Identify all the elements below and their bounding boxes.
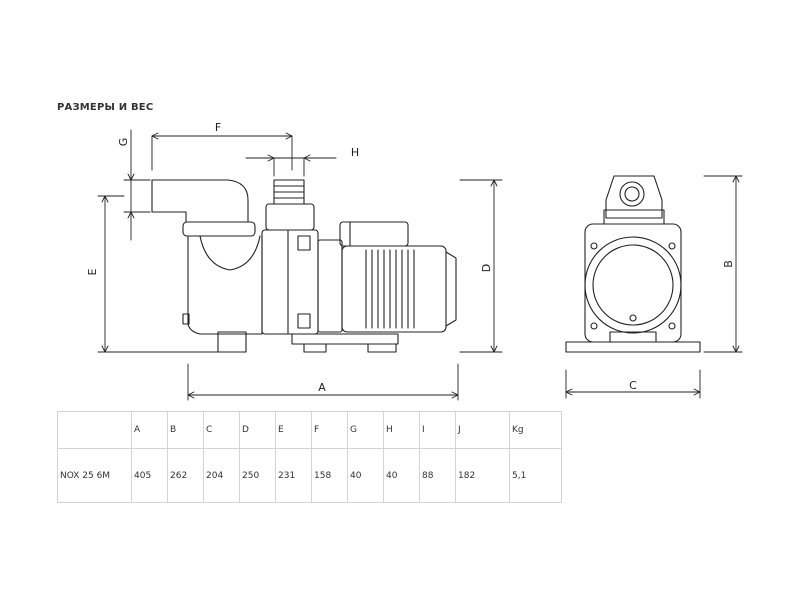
header-cell-kg: Kg bbox=[509, 411, 562, 449]
header-cell-j: J bbox=[455, 411, 510, 449]
header-cell-b: B bbox=[167, 411, 204, 449]
dim-label-f: F bbox=[215, 121, 221, 134]
pump-side-view bbox=[151, 179, 457, 353]
header-cell-h: H bbox=[383, 411, 420, 449]
dim-label-c: C bbox=[629, 379, 637, 392]
dim-label-b: B bbox=[722, 260, 735, 268]
table-cell-e: 231 bbox=[275, 448, 312, 503]
table-cell-f: 158 bbox=[311, 448, 348, 503]
header-cell-g: G bbox=[347, 411, 384, 449]
dim-label-h: H bbox=[351, 146, 359, 159]
table-cell-h: 40 bbox=[383, 448, 420, 503]
dim-label-e: E bbox=[86, 268, 99, 275]
pump-technical-drawing: F H G E D A B C bbox=[86, 121, 743, 401]
header-cell-model bbox=[57, 411, 132, 449]
table-cell-a: 405 bbox=[131, 448, 168, 503]
table-cell-c: 204 bbox=[203, 448, 240, 503]
table-cell-g: 40 bbox=[347, 448, 384, 503]
specifications-table: A B C D E F G H I J Kg NOX 25 6M 405 262… bbox=[57, 411, 562, 503]
header-cell-f: F bbox=[311, 411, 348, 449]
section-heading: РАЗМЕРЫ И ВЕС bbox=[57, 102, 154, 113]
dim-label-d: D bbox=[480, 264, 493, 272]
dim-label-g: G bbox=[117, 138, 130, 147]
header-cell-d: D bbox=[239, 411, 276, 449]
table-cell-model: NOX 25 6M bbox=[57, 448, 132, 503]
pump-front-view bbox=[565, 175, 701, 353]
table-cell-j: 182 bbox=[455, 448, 510, 503]
table-cell-i: 88 bbox=[419, 448, 456, 503]
table-row: NOX 25 6M 405 262 204 250 231 158 40 40 … bbox=[57, 448, 562, 503]
table-cell-kg: 5,1 bbox=[509, 448, 562, 503]
table-cell-b: 262 bbox=[167, 448, 204, 503]
header-cell-i: I bbox=[419, 411, 456, 449]
header-cell-c: C bbox=[203, 411, 240, 449]
header-cell-a: A bbox=[131, 411, 168, 449]
header-cell-e: E bbox=[275, 411, 312, 449]
dim-label-a: A bbox=[318, 381, 326, 394]
table-cell-d: 250 bbox=[239, 448, 276, 503]
dimension-lines bbox=[97, 129, 743, 401]
table-header-row: A B C D E F G H I J Kg bbox=[57, 411, 562, 449]
